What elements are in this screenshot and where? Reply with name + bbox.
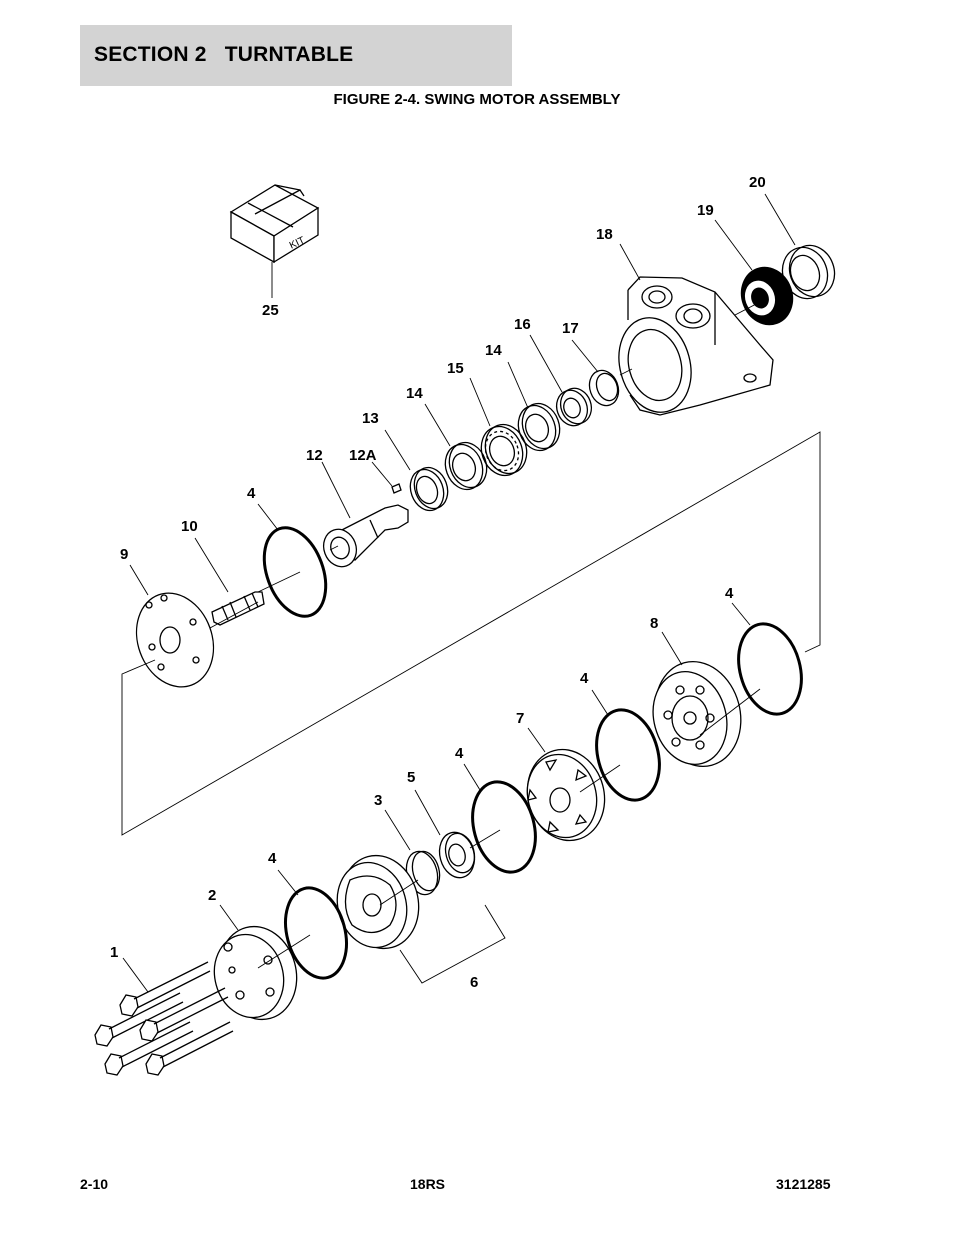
part-10-spline-shaft (211, 591, 265, 626)
figure-title: FIGURE 2-4. SWING MOTOR ASSEMBLY (333, 91, 621, 108)
callout-19: 19 (697, 202, 714, 219)
callout-4-e: 4 (247, 485, 256, 502)
section-banner: SECTION 2 TURNTABLE (80, 25, 512, 86)
part-4-oring-a (262, 526, 328, 618)
callout-6: 6 (470, 974, 478, 991)
part-16-washer (555, 387, 593, 427)
callout-4-b: 4 (455, 745, 464, 762)
callout-12a: 12A (349, 447, 377, 464)
callout-12: 12 (306, 447, 323, 464)
part-18-housing (618, 276, 774, 416)
callout-14-b: 14 (485, 342, 502, 359)
part-6-rotor-set (336, 854, 420, 950)
callout-20: 20 (749, 174, 766, 191)
callout-13: 13 (362, 410, 379, 427)
part-4-oring-c (595, 708, 661, 802)
part-2-end-cap (213, 925, 298, 1021)
part-14-washer-lower (444, 441, 488, 491)
part-5-valve (438, 831, 476, 879)
part-12a-key (391, 483, 402, 494)
part-13-ring (409, 466, 449, 512)
callout-5: 5 (407, 769, 415, 786)
part-4-oring-b (737, 622, 803, 716)
callout-4-c: 4 (580, 670, 589, 687)
kit-box-icon (229, 184, 320, 264)
part-14-washer-upper (517, 402, 561, 452)
part-9-plate (135, 592, 215, 688)
part-7-disk (526, 748, 606, 842)
callout-7: 7 (516, 710, 524, 727)
model-label: 18RS (410, 1176, 446, 1192)
callout-9: 9 (120, 546, 128, 563)
part-4-oring-d (471, 780, 537, 874)
part-1-bolts (94, 961, 234, 1076)
document-number: 3121285 (776, 1176, 831, 1192)
callout-3: 3 (374, 792, 382, 809)
section-title: SECTION 2 TURNTABLE (94, 43, 354, 66)
callout-4-d: 4 (725, 585, 734, 602)
callout-1: 1 (110, 944, 118, 961)
part-15-thrust-bearing (480, 423, 528, 477)
callout-10: 10 (181, 518, 198, 535)
part-12-shaft (322, 504, 409, 568)
part-4-oring-e (284, 886, 348, 980)
part-17-snap-ring (588, 369, 620, 407)
callout-18: 18 (596, 226, 613, 243)
page-number: 2-10 (80, 1176, 109, 1192)
callout-16: 16 (514, 316, 531, 333)
part-8-gerotor (652, 661, 742, 767)
callout-4-a: 4 (268, 850, 277, 867)
callout-2: 2 (208, 887, 216, 904)
leader-lines (121, 193, 821, 993)
callout-14-a: 14 (406, 385, 423, 402)
callout-17: 17 (562, 320, 579, 337)
callout-15: 15 (447, 360, 464, 377)
callout-8: 8 (650, 615, 658, 632)
callout-25: 25 (262, 302, 279, 319)
callout-labels: 1 2 3 4 4 4 4 4 5 6 7 8 9 10 12 12A 13 1… (110, 174, 766, 991)
part-19-seal (740, 266, 794, 326)
